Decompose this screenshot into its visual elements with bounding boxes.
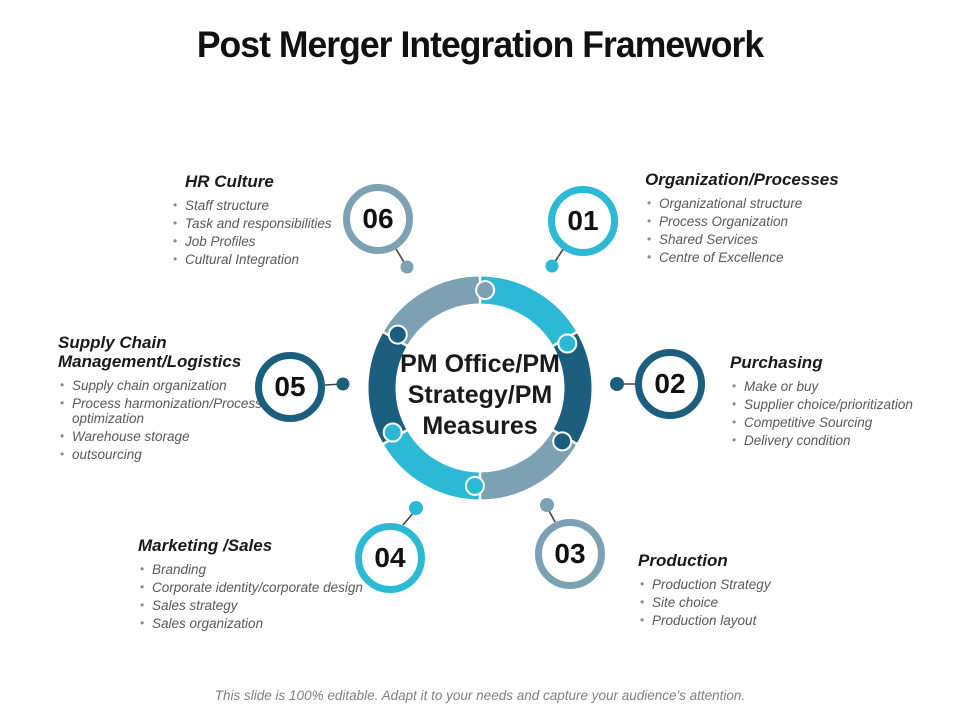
bullet-item: Process harmonization/Process optimizati… [60,396,276,426]
bullet-item: Supplier choice/prioritization [732,397,945,412]
ring-segment-bottom-left [383,429,481,500]
connector-dot-06 [400,260,414,274]
ring-segment-top-left [383,276,481,347]
bullet-list-organization-processes: Organizational structureProcess Organiza… [645,196,875,265]
connector-line-04 [402,511,415,526]
section-title-hr-culture: HR Culture [185,172,274,191]
puzzle-ring-diagram [324,247,635,526]
bullet-item: Production layout [640,613,838,628]
ring-segment-bottom-right [479,429,577,500]
bullet-item: Delivery condition [732,433,945,448]
section-block-production: Production Production StrategySite choic… [638,551,838,631]
number-circle-02: 02 [635,349,705,419]
bullet-list-purchasing: Make or buySupplier choice/prioritizatio… [730,379,945,448]
puzzle-knob-top [475,280,496,301]
puzzle-knob-upper-left [387,324,408,345]
bullet-item: Supply chain organization [60,378,276,393]
puzzle-knob-lower-right [552,431,573,452]
section-block-hr-culture: HR Culture Staff structureTask and respo… [173,172,405,270]
bullet-list-hr-culture: Staff structureTask and responsibilities… [173,198,405,267]
section-block-marketing-sales: Marketing /Sales BrandingCorporate ident… [138,536,378,634]
puzzle-knob-lower-left [382,422,403,443]
section-title-purchasing: Purchasing [730,353,823,372]
bullet-item: Centre of Excellence [647,250,875,265]
number-label-05: 05 [274,371,306,402]
number-label-01: 01 [567,205,599,236]
connector-dot-02 [610,377,624,391]
number-circle-06: 06 [343,184,413,254]
slide-title: Post Merger Integration Framework [196,24,764,65]
bullet-item: Competitive Sourcing [732,415,945,430]
number-label-03: 03 [554,538,586,569]
section-block-supply-chain: Supply Chain Management/Logistics Supply… [58,333,276,465]
connector-dot-01 [545,259,559,273]
bullet-item: Production Strategy [640,577,838,592]
bullet-list-marketing-sales: BrandingCorporate identity/corporate des… [138,562,378,631]
bullet-item: Make or buy [732,379,945,394]
section-block-organization-processes: Organization/Processes Organizational st… [645,170,875,268]
bullet-item: Warehouse storage [60,429,276,444]
bullet-list-supply-chain: Supply chain organizationProcess harmoni… [58,378,276,462]
puzzle-knob-upper-right [557,333,578,354]
bullet-item: Corporate identity/corporate design [140,580,378,595]
number-label-04: 04 [374,542,406,573]
bullet-item: Sales organization [140,616,378,631]
number-circle-04: 04 [355,523,425,593]
connector-dot-05 [336,377,350,391]
ring-segment-top-right [479,276,577,347]
connector-dot-04 [409,501,423,515]
bullet-item: outsourcing [60,447,276,462]
puzzle-knob-bottom [464,475,485,496]
bullet-item: Organizational structure [647,196,875,211]
bullet-item: Shared Services [647,232,875,247]
number-circle-01: 01 [548,186,618,256]
footer-note: This slide is 100% editable. Adapt it to… [214,688,746,703]
number-circle-05: 05 [255,352,325,422]
bullet-item: Cultural Integration [173,252,405,267]
section-block-purchasing: Purchasing Make or buySupplier choice/pr… [730,353,945,451]
bullet-list-production: Production StrategySite choiceProduction… [638,577,838,628]
number-label-02: 02 [654,368,686,399]
section-title-marketing-sales: Marketing /Sales [138,536,273,555]
number-circle-03: 03 [535,519,605,589]
bullet-item: Site choice [640,595,838,610]
section-title-organization-processes: Organization/Processes [645,170,839,189]
bullet-item: Staff structure [173,198,405,213]
bullet-item: Process Organization [647,214,875,229]
bullet-item: Task and responsibilities [173,216,405,231]
bullet-item: Branding [140,562,378,577]
connector-dot-03 [540,498,554,512]
bullet-item: Job Profiles [173,234,405,249]
section-title-supply-chain: Supply Chain Management/Logistics [58,333,242,371]
number-label-06: 06 [362,203,394,234]
center-label: PM Office/PM Strategy/PM Measures [400,350,560,440]
bullet-item: Sales strategy [140,598,378,613]
section-title-production: Production [638,551,728,570]
